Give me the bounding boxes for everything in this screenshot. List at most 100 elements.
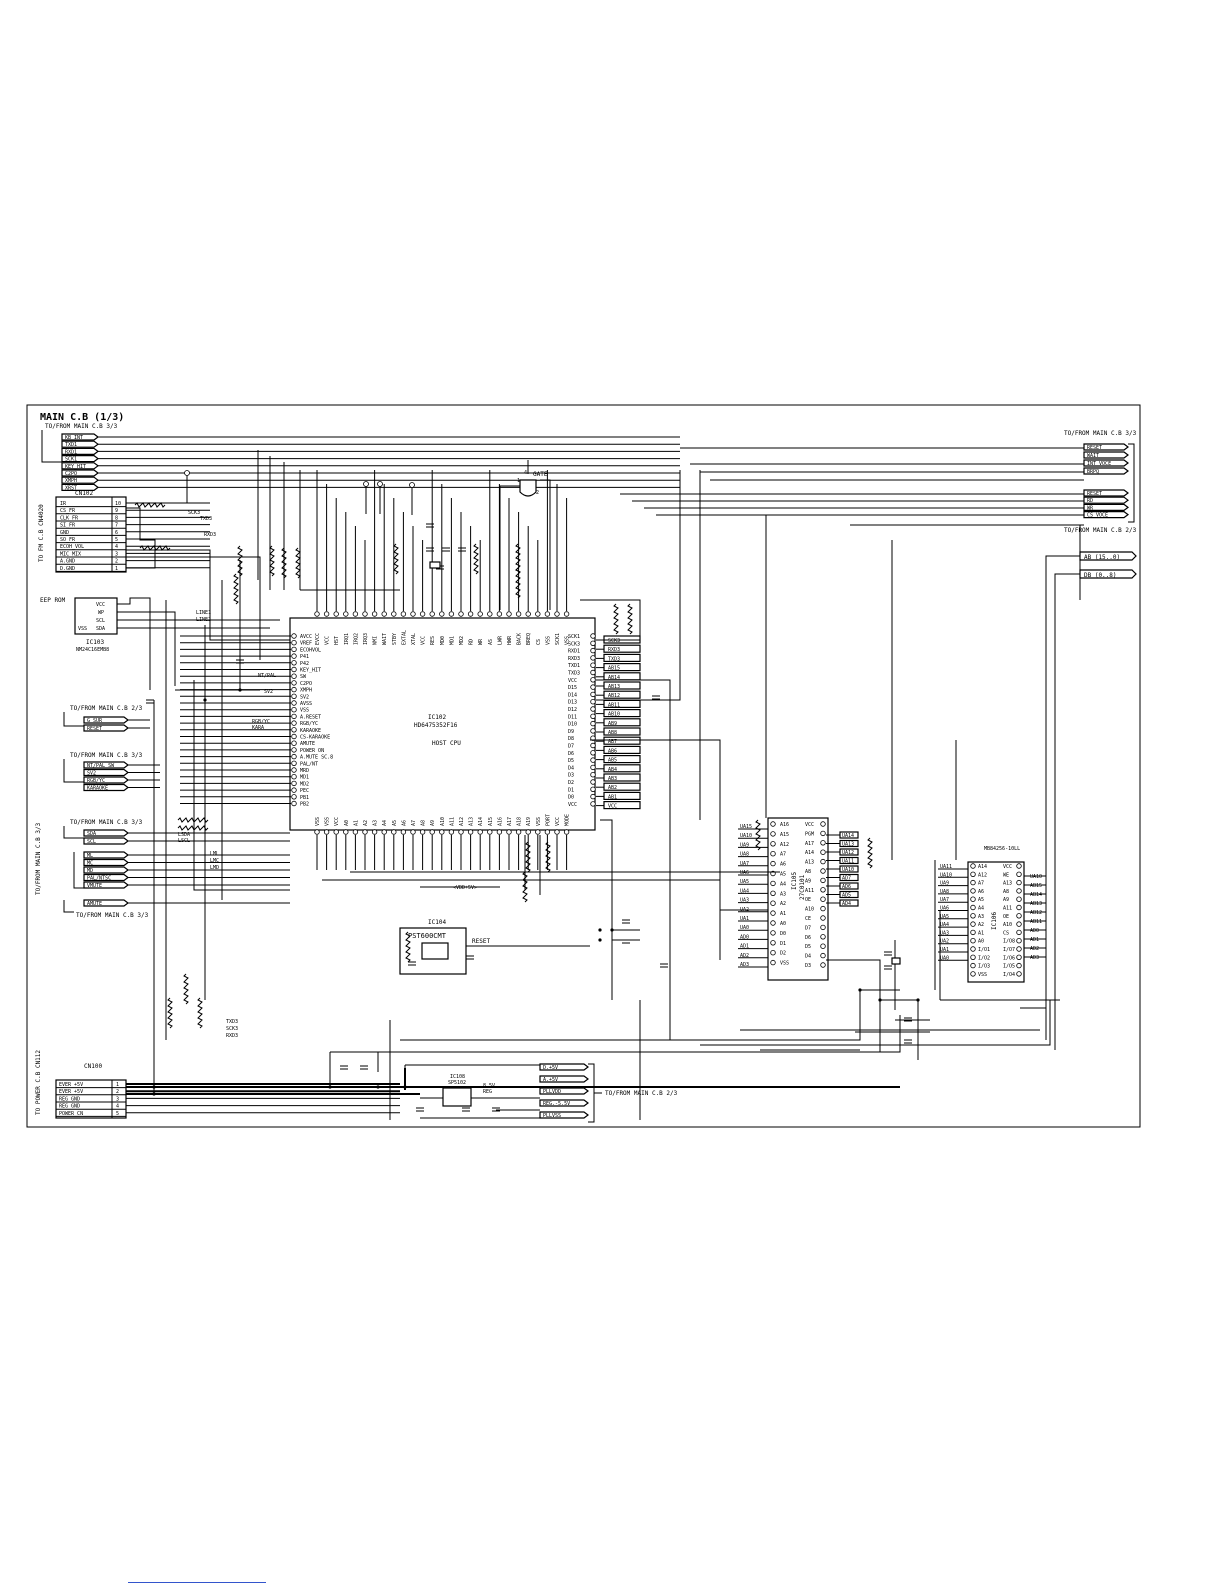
rom-left-net-label: AD1 [740,944,749,950]
sram-right-net-label: AB15 [1030,883,1042,889]
wire [596,470,681,701]
cpu-top-pin-label: MD0 [440,636,446,645]
cpu-net-label: SCK3 [608,638,620,644]
signal-flag [83,716,129,724]
rom-left-pin-label: A4 [780,881,786,887]
sram-right-pin [1016,863,1022,869]
cpu-right-pin-label: TXD3 [568,671,580,677]
cpu-top-pin-label: WAIT [382,633,388,645]
rom-left-pin-label: VSS [780,961,789,967]
signal-flag-label: RGB/YC [87,778,105,784]
cpu-right-pin-label: D8 [568,736,574,742]
sram-right-pin-label: I/O6 [1003,955,1015,961]
cpu-left-pin [291,713,297,720]
rom-left-pin [770,880,776,887]
sram-left-pin [970,946,976,952]
group-ntpal-title: TO/FROM MAIN C.B 3/3 [70,752,143,759]
cpu-left-pin-label: MD1 [300,775,309,781]
rom-right-pin-label: CE [805,916,811,922]
reg-ref: IC108 [450,1074,465,1080]
test-point [377,481,383,487]
cn102-ref: CN102 [75,490,93,497]
cpu-right-pin-label: VCC [568,678,577,684]
signal-flag [539,1099,589,1107]
signal-flag [1083,467,1129,475]
cpu-left-pin [291,666,297,673]
cpu-bottom-pin [458,829,464,835]
rom-right-pin [820,858,826,865]
sram-left-pin [970,896,976,902]
rom-left-pin [770,959,776,966]
cpu-top-pin [487,611,493,617]
cpu-bottom-pin [467,829,474,835]
cpu-bottom-pin-label: A9 [430,820,436,826]
cpu-right-pin [590,684,596,690]
cpu-bottom-pin [410,829,416,835]
wire [540,479,551,610]
cpu-top-pin [544,611,551,617]
wire [700,1000,1051,1046]
cpu-net-label: AB15 [608,666,620,672]
sram-left-pin [970,971,976,977]
cpu-bottom-pin-label: A11 [449,817,455,826]
rom-right-net-label: AD7 [842,876,851,882]
signal-flag-label: BRPQ [1087,469,1099,475]
cpu-right-pin-label: D3 [568,773,574,779]
wire [590,739,768,911]
cpu-top-pin-label: STBY [392,633,398,645]
rom-left-pin [770,920,776,926]
cpu-net-label: AB1 [608,794,617,800]
cpu-left-pin-label: PAL/NT [300,761,318,767]
cpu-net-label: AB3 [608,776,617,782]
sram-right-pin [1016,954,1022,960]
cn102-pin-name: SO_FR [60,537,76,543]
cpu-bottom-pin-label: VSS [536,817,542,826]
ic-eeprom: EEP ROM VCC WP SCL SDA VSS IC103 NM24C16… [40,597,118,653]
cpu-right-pin [590,728,596,734]
cpu-left-pin-label: MD2 [300,781,309,787]
sram-right-pin-label: OE [1003,914,1009,920]
wire [126,556,261,660]
cpu-left-pin [291,693,297,699]
cpu-bottom-pin [333,829,339,835]
cpu-left-pin-label: PEC [300,788,309,794]
sram-ref: IC106 [991,912,998,930]
resistor [237,545,243,577]
cn102-pin-name: CLK_FR [60,515,79,521]
cpu-top-pin [467,611,474,617]
wire [117,611,176,686]
cpu-left-pin-label: SV2 [300,694,309,700]
cpu-top-pin-label: EXTAL [401,630,407,645]
rom-left-pin [770,831,776,837]
rom-left-net-label: AD0 [740,934,749,940]
cpu-bottom-pin [525,829,531,835]
group-top-signals: TO/FROM MAIN C.B 3/3 KB_INTTXD1RXD1SCK1K… [41,423,680,491]
sram-right-pin-label: A11 [1003,906,1012,912]
cpu-right-pin-label: RXD1 [568,649,580,655]
cpu-top-pin [515,611,522,617]
rom-right-pin-label: PGM [805,831,814,837]
cpu-top-pin-label: MD1 [449,636,455,645]
cpu-left-pin [291,760,297,766]
cn100-pin-name: REG GND [59,1104,80,1110]
rom-left-pins: A16A15A12A7A6A5A4A3A2A1A0D0D1D2VSSUA15UA… [738,821,789,968]
signal-flag-label: VMUTE [87,883,102,889]
cpu-right-pin [590,801,596,807]
rom-right-net-label: UA13 [842,842,854,848]
sram-right-pin-label: CS [1003,930,1009,936]
rom-left-net-label: UA3 [740,898,749,904]
ic-regulator: IC108 SP5102 8.5V REG [442,1074,495,1107]
cpu-left-pin [291,700,297,706]
bottom-scroll-indicator [128,1582,266,1583]
net-label: SCK3 [188,510,200,516]
signal-flag-label: NT/PAL SW [87,763,115,769]
cpu-bottom-pin-label: A14 [478,817,484,826]
rom-left-pin [770,851,776,857]
reg-name: REG [483,1089,492,1095]
